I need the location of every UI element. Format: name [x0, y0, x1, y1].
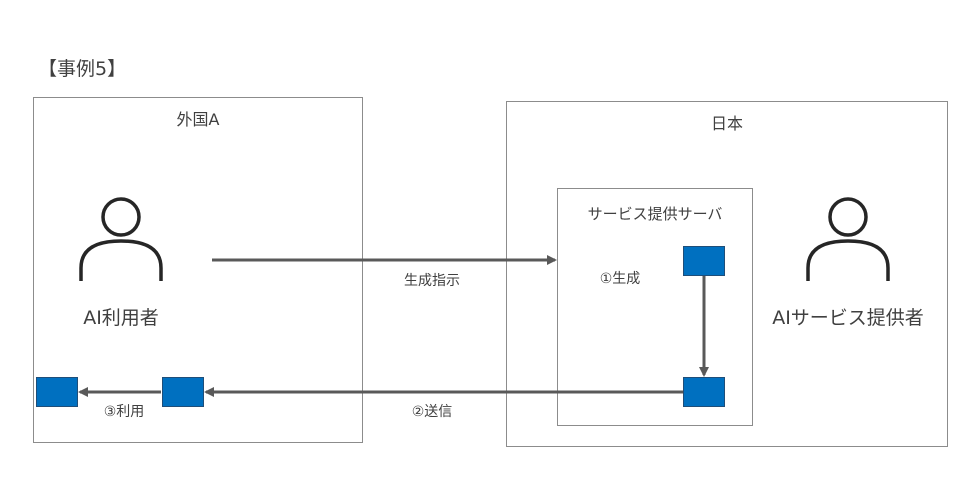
ai-user-label: AI利用者: [83, 307, 159, 329]
ai-provider-person-icon: [806, 197, 890, 281]
region-japan: [506, 101, 948, 447]
use-label: ③利用: [103, 404, 145, 420]
ai-provider-label: AIサービス提供者: [772, 307, 924, 329]
generated-document-block: [683, 246, 725, 276]
send-label: ②送信: [411, 404, 453, 420]
diagram-title: 【事例5】: [38, 58, 127, 80]
instruction-label: 生成指示: [404, 273, 460, 289]
output-document-block: [683, 377, 725, 407]
region-foreign-a-label: 外国A: [176, 110, 220, 129]
region-japan-label: 日本: [710, 114, 744, 133]
generate-label: ①生成: [599, 271, 641, 287]
service-server: [557, 188, 753, 426]
used-document-block: [36, 377, 78, 407]
received-document-block: [162, 377, 204, 407]
ai-user-person-icon: [79, 197, 163, 281]
service-server-label: サービス提供サーバ: [587, 205, 723, 223]
region-foreign-a: [33, 97, 363, 443]
